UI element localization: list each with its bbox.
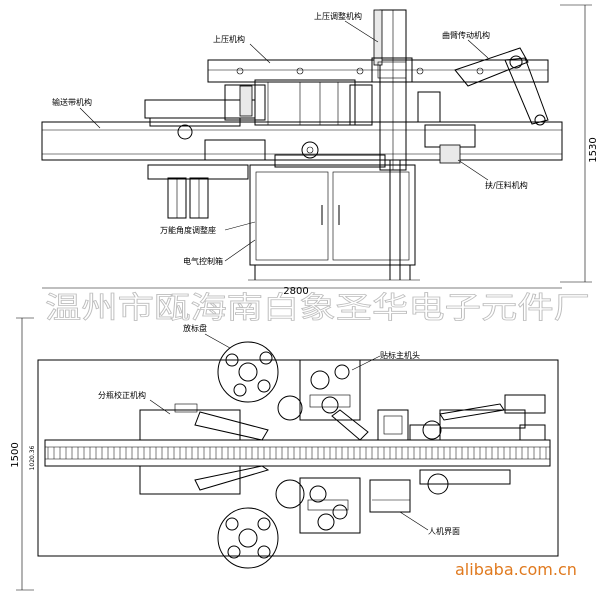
control-cabinet [249, 164, 416, 266]
label-tray: 放标盘 [183, 323, 207, 333]
watermark-company: 温州市瓯海南白象圣华电子元件厂 [45, 291, 590, 326]
height-dimension: 1530 [588, 137, 599, 162]
label-top-pressure-adjust: 上压调整机构 [314, 11, 362, 21]
label-electric-cabinet: 电气控制箱 [183, 256, 223, 266]
crank-arm [454, 47, 529, 87]
small-dimension: 1020.36 [29, 445, 36, 470]
label-main-head: 贴标主机头 [380, 350, 420, 360]
plan-view: 1500 1020.36 [10, 317, 559, 591]
label-clamp: 扶/压料机构 [485, 180, 528, 190]
watermark-site: alibaba.com.cn [455, 560, 577, 579]
label-conveyor: 输送带机构 [52, 97, 92, 107]
hmi-panel [369, 479, 411, 513]
upper-labeling-head [299, 359, 369, 441]
length-dimension: 2800 [283, 286, 308, 297]
sensor-module [377, 409, 409, 441]
label-universal-adjust: 万能角度调整座 [160, 225, 216, 235]
upper-label-tray [217, 341, 279, 403]
width-dimension: 1500 [10, 442, 21, 467]
label-crank-drive: 曲臂传动机构 [442, 30, 490, 40]
front-elevation: 1530 [41, 4, 599, 297]
label-hmi: 人机界面 [428, 526, 460, 536]
clamp-block [424, 124, 476, 148]
main-frame [41, 121, 563, 161]
label-top-pressure: 上压机构 [213, 34, 245, 44]
lower-labeling-head [299, 477, 361, 534]
label-bottle-separator: 分瓶校正机构 [98, 390, 146, 400]
plan-conveyor [44, 439, 551, 467]
lower-label-tray [217, 507, 279, 569]
